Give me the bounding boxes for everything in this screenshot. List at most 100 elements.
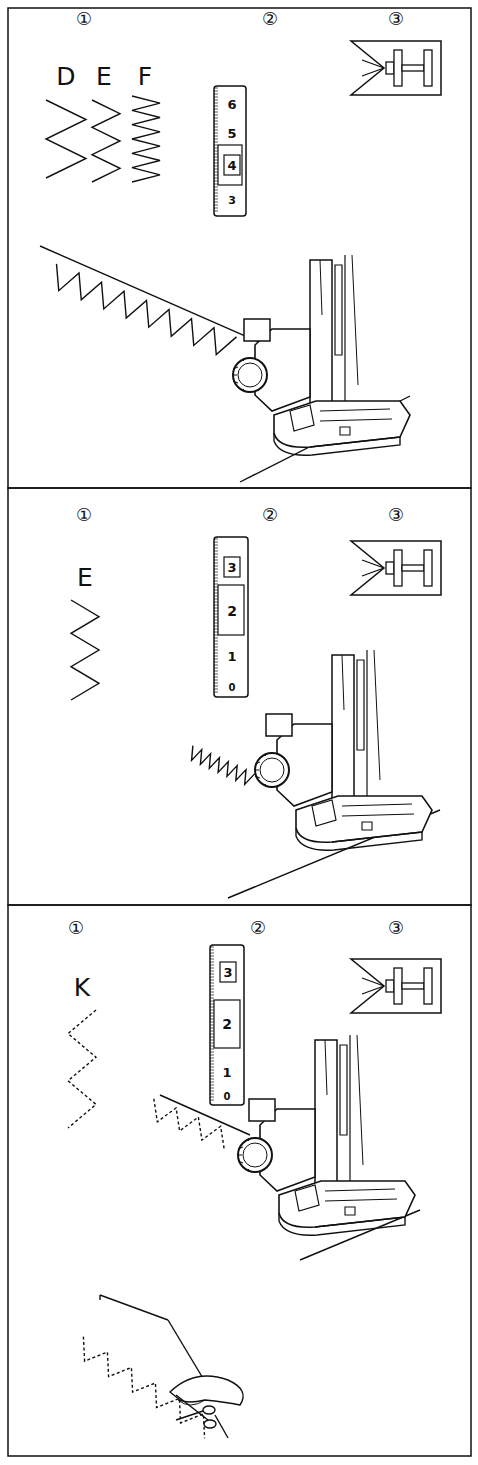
dial-tick	[214, 169, 218, 170]
dial-tick	[214, 650, 218, 651]
dial-tick	[214, 674, 218, 675]
dial-tick	[210, 1022, 214, 1023]
dial-tick	[210, 1016, 214, 1017]
dial-tick	[210, 1058, 214, 1059]
dial-number: 2	[222, 1017, 232, 1031]
dial-tick	[214, 593, 218, 594]
callout-number: ①	[76, 10, 92, 28]
dial-tick	[214, 602, 218, 603]
dial-tick	[210, 1004, 214, 1005]
dial-tick	[214, 178, 218, 179]
dial-tick	[214, 611, 218, 612]
dial-tick	[214, 208, 218, 209]
dial-tick	[210, 1025, 214, 1026]
dial-tick	[214, 671, 218, 672]
stitch-line	[92, 100, 120, 182]
dial-tick	[210, 977, 214, 978]
stitch-line	[71, 600, 99, 700]
dial-tick	[214, 662, 218, 663]
dial-tick	[214, 175, 218, 176]
dial-tick	[214, 572, 218, 573]
dial-tick	[210, 1007, 214, 1008]
dial-tick	[210, 974, 214, 975]
dial-tick	[214, 187, 218, 188]
dial-number: 3	[223, 966, 232, 979]
dial-number: 0	[229, 683, 236, 693]
dial-tick	[214, 172, 218, 173]
dial-number: 5	[227, 127, 236, 140]
stitch-letter: E	[77, 565, 93, 590]
dial-number: 1	[222, 1066, 231, 1079]
dial-tick	[210, 953, 214, 954]
dial-tick	[214, 665, 218, 666]
dial-tick	[214, 139, 218, 140]
dial-tick	[214, 590, 218, 591]
dial-tick	[210, 962, 214, 963]
dial-tick	[214, 133, 218, 134]
dial-tick	[210, 1091, 214, 1092]
dial-tick	[214, 569, 218, 570]
dial-tick	[210, 1076, 214, 1077]
dial-tick	[210, 1013, 214, 1014]
dial-tick	[210, 995, 214, 996]
callout-number: ②	[262, 506, 278, 524]
dial-tick	[214, 692, 218, 693]
dial-tick	[214, 121, 218, 122]
dial-tick	[210, 947, 214, 948]
dial-tick	[214, 202, 218, 203]
dial-tick	[214, 578, 218, 579]
dial-tick	[214, 145, 218, 146]
dial-tick	[214, 575, 218, 576]
dial-tick	[214, 554, 218, 555]
dial-tick	[214, 680, 218, 681]
dial-tick	[210, 1097, 214, 1098]
dial-tick	[214, 539, 218, 540]
dial-tick	[214, 599, 218, 600]
dial-tick	[214, 91, 218, 92]
dial-tick	[210, 1073, 214, 1074]
dial-tick	[214, 644, 218, 645]
dial-tick	[214, 103, 218, 104]
dial-tick	[214, 584, 218, 585]
dial-tick	[214, 109, 218, 110]
dial-tick	[214, 617, 218, 618]
dial-tick	[214, 112, 218, 113]
dial-tick	[214, 683, 218, 684]
dial-tick	[210, 971, 214, 972]
callout-number: ①	[76, 506, 92, 524]
dial-tick	[214, 94, 218, 95]
dial-tick	[214, 100, 218, 101]
dial-tick	[214, 557, 218, 558]
dial-tick	[210, 1019, 214, 1020]
dial-tick	[210, 1079, 214, 1080]
dial-tick	[214, 88, 218, 89]
dial-tick	[214, 118, 218, 119]
dial-tick	[214, 157, 218, 158]
dial-tick	[214, 623, 218, 624]
callout-number: ②	[262, 10, 278, 28]
dial-tick	[214, 647, 218, 648]
dial-tick	[214, 629, 218, 630]
stitch-letter: E	[96, 64, 112, 89]
dial-tick	[214, 587, 218, 588]
dial-tick	[214, 614, 218, 615]
dial-tick	[214, 620, 218, 621]
callout-number: ②	[250, 919, 266, 937]
dial-tick	[210, 1082, 214, 1083]
dial-tick	[214, 193, 218, 194]
dial-tick	[210, 1043, 214, 1044]
dial-tick	[214, 160, 218, 161]
callout-number: ③	[388, 506, 404, 524]
dial-tick	[210, 1001, 214, 1002]
callout-number: ①	[68, 919, 84, 937]
dial-tick	[214, 608, 218, 609]
dial-tick	[210, 956, 214, 957]
dial-tick	[214, 566, 218, 567]
dial-number: 4	[227, 159, 236, 172]
dial-number: 3	[228, 195, 236, 206]
dial-tick	[214, 130, 218, 131]
multi-step-zigzag	[83, 1337, 204, 1439]
dial-tick	[210, 1040, 214, 1041]
dial-tick	[210, 998, 214, 999]
